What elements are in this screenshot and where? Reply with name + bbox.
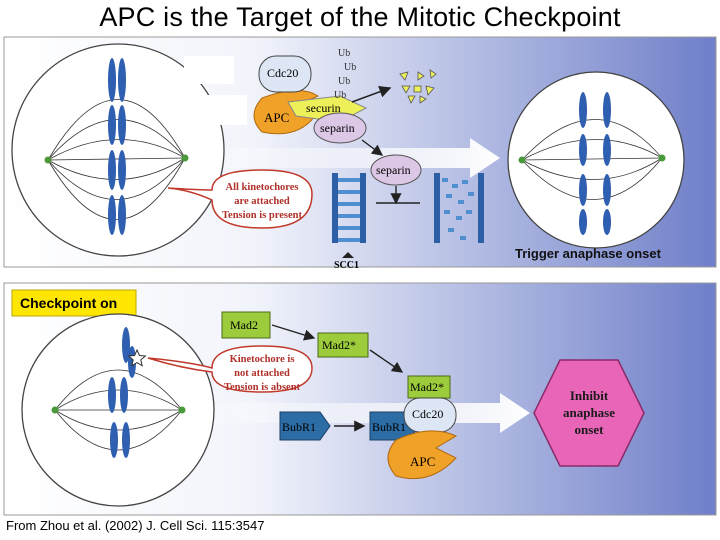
progression-arrow <box>215 138 500 178</box>
callout-line: Kinetochore is <box>230 354 295 365</box>
star-icon <box>127 348 147 367</box>
callout-line: are attached <box>234 196 290 207</box>
mad2-active-label: Mad2* <box>322 338 356 352</box>
inhibit-line: onset <box>575 422 605 437</box>
spindle-pole <box>181 154 189 162</box>
spindle-pole <box>178 406 186 414</box>
callout-line: not attached <box>234 368 290 379</box>
mad2-label: Mad2 <box>230 318 258 332</box>
securin-fragments <box>399 69 437 104</box>
separin-free-label: separin <box>376 163 411 177</box>
svg-text:Ub: Ub <box>344 62 356 73</box>
callout-line: Tension is absent <box>224 382 301 393</box>
bubr1-box <box>279 411 331 441</box>
ubiquitin-chain: Ub Ub Ub Ub <box>334 48 356 101</box>
callout-line: Tension is present <box>222 210 302 221</box>
apc-inhibited-label: APC <box>410 454 435 469</box>
cleaved-sisters <box>434 173 484 243</box>
separin-bound-label: separin <box>320 121 355 135</box>
bubr1-label: BubR1 <box>282 420 316 434</box>
trigger-anaphase-label: Trigger anaphase onset <box>515 246 662 261</box>
spindle-pole <box>51 406 59 414</box>
bubr1-complex-label: BubR1 <box>372 420 406 434</box>
attached-callout: All kinetochores are attached Tension is… <box>167 169 313 229</box>
spindle-pole <box>658 154 666 162</box>
svg-text:Ub: Ub <box>338 48 350 59</box>
inhibit-line: anaphase <box>563 405 615 420</box>
checkpoint-cell <box>21 313 215 507</box>
inhibit-line: Inhibit <box>570 388 609 403</box>
cohesin-sisters <box>332 173 366 243</box>
checkpoint-banner <box>11 289 137 317</box>
callout-line: All kinetochores <box>225 182 298 193</box>
apc-complex-inhibited: Mad2* BubR1 Cdc20 APC <box>369 375 458 480</box>
spindle-pole <box>44 156 52 164</box>
securin-label: securin <box>306 101 341 115</box>
citation: From Zhou et al. (2002) J. Cell Sci. 115… <box>6 518 265 533</box>
cdc20-inhibited-label: Cdc20 <box>412 407 443 421</box>
cdc20-label: Cdc20 <box>267 66 298 80</box>
scc1-label: SCC1 <box>334 260 359 271</box>
svg-text:Ub: Ub <box>338 76 350 87</box>
chromosomes <box>108 58 126 235</box>
inhibit-hexagon: Inhibit anaphase onset <box>533 359 645 467</box>
checkpoint-label: Checkpoint on <box>20 295 117 311</box>
bottom-panel: Checkpoint on Kinetochore is <box>3 282 717 516</box>
apc-complex-active: APC Cdc20 securin separin Ub Ub Ub Ub <box>253 48 437 144</box>
anaphase-cell <box>507 71 685 249</box>
slide-title: APC is the Target of the Mitotic Checkpo… <box>99 2 621 32</box>
mad2-complex-label: Mad2* <box>410 380 444 394</box>
apc-label: APC <box>264 110 289 125</box>
spindle-pole <box>518 156 526 164</box>
top-panel: APC Cdc20 securin separin Ub Ub Ub Ub <box>3 36 717 271</box>
mad2-box <box>221 311 271 339</box>
svg-text:Ub: Ub <box>334 90 346 101</box>
unattached-callout: Kinetochore is not attached Tension is a… <box>147 345 313 393</box>
metaphase-cell <box>11 43 225 257</box>
mad2-active-box <box>317 332 369 358</box>
